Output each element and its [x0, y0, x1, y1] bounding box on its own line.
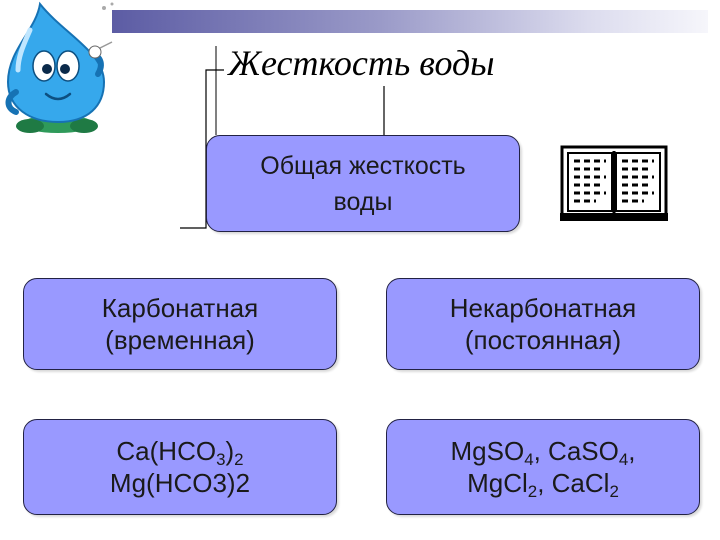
- noncarbonate-formulas-box: MgSO4, CaSO4, MgCl2, CaCl2: [386, 419, 700, 515]
- formula-part: ,: [628, 436, 636, 466]
- carbonate-formula-1: Ca(HCO3)2: [110, 435, 250, 470]
- carbonate-line2: (временная): [105, 325, 255, 355]
- formula-subscript: 3: [216, 450, 226, 470]
- formula-subscript: 2: [609, 482, 619, 502]
- total-hardness-line2: воды: [333, 187, 393, 216]
- formula-part: MgCl: [467, 468, 528, 498]
- noncarbonate-hardness-box: Некарбонатная (постоянная): [386, 278, 700, 370]
- noncarbonate-line2: (постоянная): [464, 325, 622, 355]
- open-book-icon: [560, 145, 668, 221]
- water-drop-mascot-icon: [5, 1, 114, 133]
- carbonate-formula-2: Mg(HCO3)2: [109, 468, 251, 498]
- formula-part: Ca(HCO: [116, 436, 217, 466]
- formula-subscript: 4: [524, 450, 534, 470]
- formula-subscript: 2: [527, 482, 538, 502]
- total-hardness-line1: Общая жесткость: [260, 151, 466, 180]
- formula-part: , CaCl: [537, 468, 610, 498]
- formula-part: ): [225, 436, 235, 466]
- carbonate-hardness-box: Карбонатная (временная): [23, 278, 337, 370]
- carbonate-line1: Карбонатная: [101, 293, 259, 323]
- noncarbonate-formula-1: MgSO4, CaSO4,: [450, 435, 636, 470]
- formula-subscript: 2: [234, 450, 244, 470]
- noncarbonate-line1: Некарбонатная: [449, 293, 637, 323]
- page-title: Жесткость воды: [224, 40, 499, 86]
- formula-part: , CaSO: [533, 436, 619, 466]
- carbonate-formulas-box: Ca(HCO3)2 Mg(HCO3)2: [23, 419, 337, 515]
- formula-part: MgSO: [450, 436, 525, 466]
- noncarbonate-formula-2: MgCl2, CaCl2: [451, 467, 636, 502]
- formula-subscript: 4: [618, 450, 629, 470]
- total-hardness-box: Общая жесткость воды: [206, 135, 520, 232]
- header-gradient-bar: [112, 10, 708, 33]
